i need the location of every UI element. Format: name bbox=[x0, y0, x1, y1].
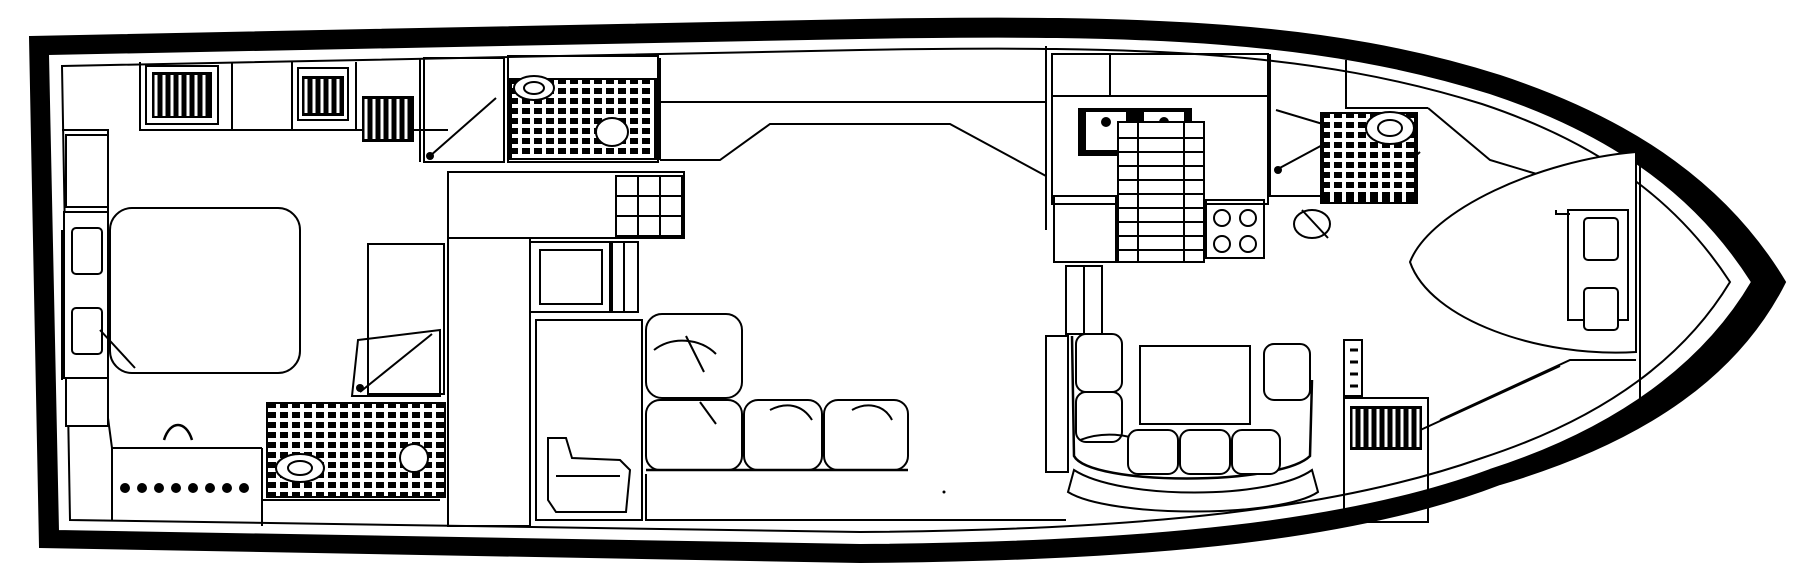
companionway-stairs bbox=[447, 171, 685, 527]
galley-sink bbox=[1205, 199, 1265, 259]
aft-master-stateroom bbox=[61, 58, 448, 520]
forward-wardrobe-hangers bbox=[1343, 339, 1429, 523]
dinette-seating bbox=[1045, 333, 1320, 513]
aft-wardrobe-hangers bbox=[145, 65, 414, 142]
galley bbox=[1051, 53, 1269, 335]
dinette-table bbox=[1139, 345, 1251, 425]
center-dot bbox=[942, 490, 946, 494]
aft-lower-head bbox=[261, 243, 446, 526]
aft-sink bbox=[513, 75, 555, 101]
aft-toilet bbox=[595, 117, 629, 147]
forward-stateroom-vberth bbox=[1408, 107, 1641, 433]
aft-double-berth bbox=[63, 207, 301, 441]
aft-step-dots bbox=[120, 483, 249, 493]
forward-head bbox=[1269, 54, 1428, 239]
salon-structure bbox=[447, 46, 1066, 527]
salon-settee bbox=[645, 313, 1066, 521]
aft-shower-stall bbox=[423, 57, 505, 163]
galley-stairs bbox=[1117, 121, 1205, 263]
helm-chair bbox=[547, 437, 632, 513]
